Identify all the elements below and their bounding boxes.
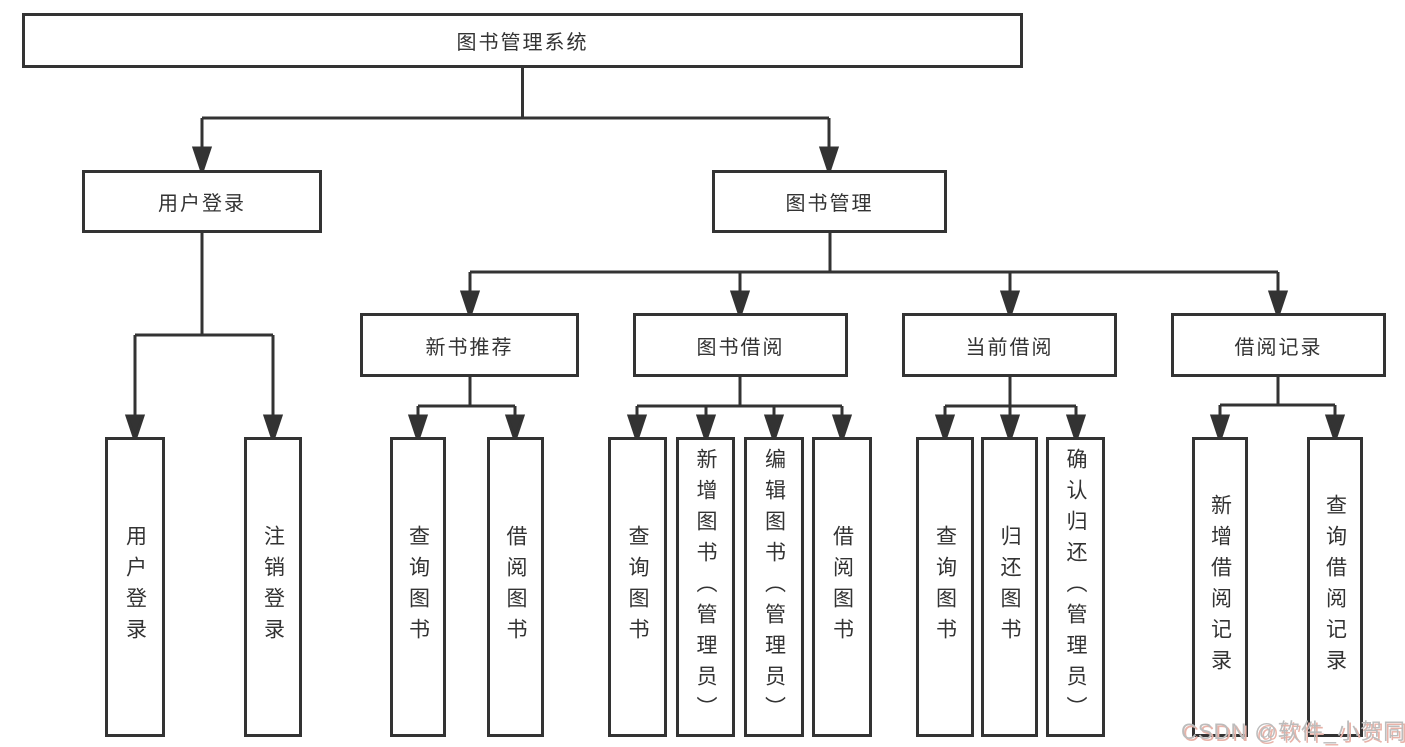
leaf-query-borrow-record: 查询借阅记录 (1307, 437, 1363, 737)
leaf-edit-books-admin: 编辑图书（管理员） (744, 437, 804, 737)
node-user-login: 用户登录 (82, 170, 322, 233)
leaf-confirm-return-admin-label: 确认归还（管理员） (1064, 447, 1087, 727)
node-book-management: 图书管理 (712, 170, 947, 233)
node-book-borrowing-label: 图书借阅 (696, 336, 785, 359)
node-root-label: 图书管理系统 (456, 32, 589, 54)
leaf-logout: 注销登录 (244, 437, 302, 737)
leaf-query-books-1-label: 查询图书 (406, 525, 430, 649)
leaf-logout-label: 注销登录 (261, 525, 285, 649)
leaf-query-books-2: 查询图书 (608, 437, 667, 737)
node-borrowing-records: 借阅记录 (1171, 313, 1386, 377)
leaf-query-books-1: 查询图书 (390, 437, 446, 737)
leaf-user-login: 用户登录 (105, 437, 165, 737)
watermark: CSDN @软件_小贺同学 (1181, 719, 1405, 744)
leaf-borrow-books-1: 借阅图书 (487, 437, 544, 737)
connector-new-books-to-leaves (407, 377, 526, 445)
node-current-borrowing-label: 当前借阅 (965, 336, 1054, 359)
connector-book-mgmt-to-level3 (459, 233, 1289, 321)
leaf-add-books-admin: 新增图书（管理员） (676, 437, 735, 737)
leaf-add-borrow-record: 新增借阅记录 (1192, 437, 1248, 737)
node-current-borrowing: 当前借阅 (902, 313, 1117, 377)
node-borrowing-records-label: 借阅记录 (1234, 336, 1323, 359)
leaf-borrow-books-2: 借阅图书 (812, 437, 872, 737)
leaf-query-borrow-record-label: 查询借阅记录 (1323, 494, 1347, 680)
leaf-add-borrow-record-label: 新增借阅记录 (1208, 494, 1232, 680)
node-book-borrowing: 图书借阅 (633, 313, 848, 377)
leaf-query-books-3: 查询图书 (916, 437, 974, 737)
node-user-login-label: 用户登录 (158, 193, 246, 215)
connector-borrow-records-to-leaves (1209, 377, 1346, 445)
leaf-borrow-books-2-label: 借阅图书 (830, 525, 854, 649)
connector-root-to-level2 (191, 68, 840, 177)
leaf-query-books-2-label: 查询图书 (626, 525, 649, 649)
leaf-edit-books-admin-label: 编辑图书（管理员） (762, 447, 786, 727)
node-new-book-recommend-label: 新书推荐 (425, 336, 514, 359)
connector-user-login-to-leaves (124, 233, 284, 445)
leaf-confirm-return-admin: 确认归还（管理员） (1046, 437, 1105, 737)
leaf-return-books: 归还图书 (981, 437, 1038, 737)
leaf-user-login-label: 用户登录 (123, 525, 147, 649)
node-book-management-label: 图书管理 (785, 193, 874, 215)
node-new-book-recommend: 新书推荐 (360, 313, 579, 377)
leaf-return-books-label: 归还图书 (998, 525, 1021, 649)
leaf-add-books-admin-label: 新增图书（管理员） (694, 447, 717, 727)
connector-current-borrow-to-leaves (934, 377, 1087, 445)
connector-book-borrow-to-leaves (626, 377, 853, 445)
leaf-borrow-books-1-label: 借阅图书 (504, 525, 527, 649)
leaf-query-books-3-label: 查询图书 (933, 525, 957, 649)
node-root-system: 图书管理系统 (22, 13, 1023, 68)
